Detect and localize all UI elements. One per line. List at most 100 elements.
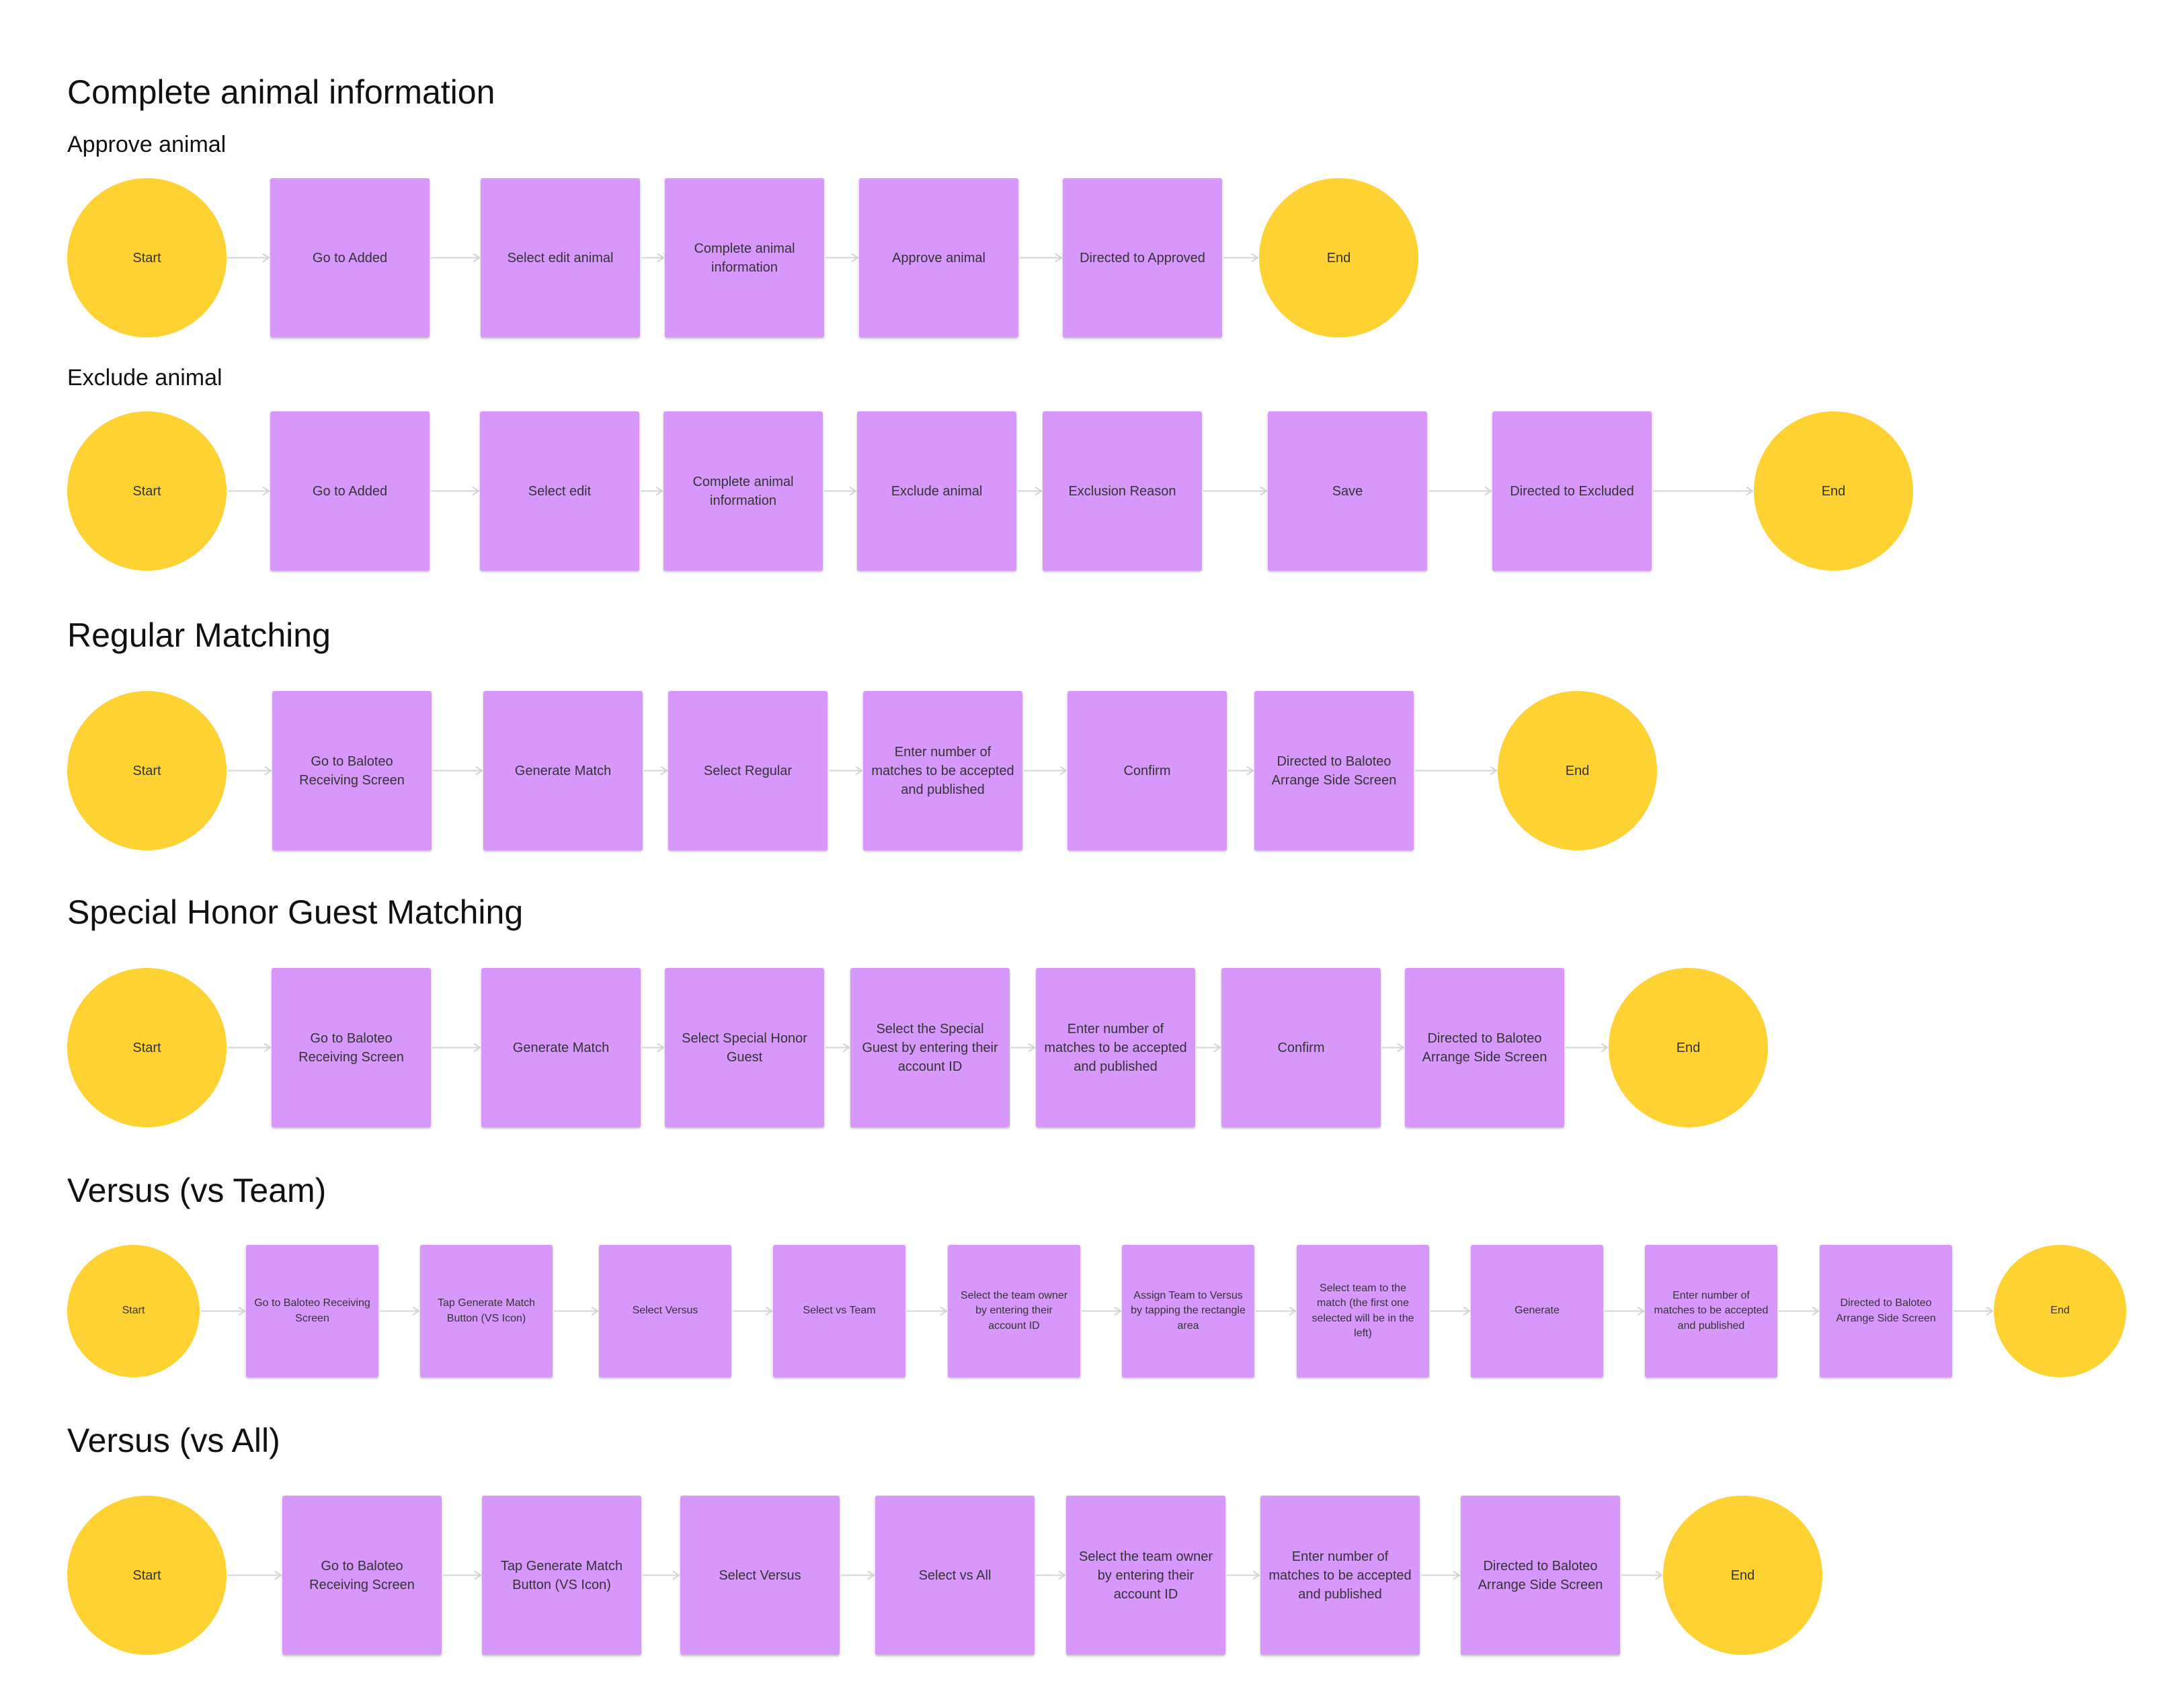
terminal-start: Start	[67, 1496, 227, 1655]
step-assign-team-to-versus-by-tapping-the-rectangle-area: Assign Team to Versus by tapping the rec…	[1122, 1245, 1254, 1377]
arrowhead	[1453, 1570, 1461, 1580]
step-enter-number-of-matches-to-be-accepted-and-published: Enter number of matches to be accepted a…	[1036, 968, 1195, 1127]
step-enter-number-of-matches-to-be-accepted-and-published: Enter number of matches to be accepted a…	[863, 691, 1022, 850]
arrowhead	[473, 253, 481, 263]
arrowhead	[1986, 1306, 1994, 1316]
arrowhead	[851, 253, 859, 263]
step-tap-generate-match-button-vs-icon: Tap Generate Match Button (VS Icon)	[482, 1496, 641, 1655]
arrowhead	[1028, 1043, 1036, 1053]
step-exclusion-reason: Exclusion Reason	[1043, 411, 1202, 571]
terminal-end: End	[1754, 411, 1913, 571]
step-approve-animal: Approve animal	[859, 178, 1018, 337]
arrowhead	[1055, 253, 1063, 263]
arrowhead	[1114, 1306, 1122, 1316]
arrowhead	[1655, 1570, 1663, 1580]
arrowhead	[1035, 486, 1043, 496]
step-select-edit-animal: Select edit animal	[481, 178, 640, 337]
arrowhead	[1260, 486, 1268, 496]
step-select-special-honor-guest: Select Special Honor Guest	[665, 968, 824, 1127]
arrowhead	[1213, 1043, 1221, 1053]
arrowhead	[475, 766, 483, 776]
step-directed-to-approved: Directed to Approved	[1063, 178, 1222, 337]
step-generate-match: Generate Match	[483, 691, 643, 850]
terminal-end: End	[1994, 1245, 2126, 1377]
step-complete-animal-information: Complete animal information	[663, 411, 823, 571]
terminal-end: End	[1498, 691, 1657, 850]
section-title: Regular Matching	[67, 616, 331, 654]
step-go-to-added: Go to Added	[270, 178, 430, 337]
step-select-versus: Select Versus	[599, 1245, 731, 1377]
arrowhead	[1059, 766, 1067, 776]
arrowhead	[264, 1043, 272, 1053]
step-select-edit: Select edit	[480, 411, 639, 571]
step-directed-to-baloteo-arrange-side-screen: Directed to Baloteo Arrange Side Screen	[1254, 691, 1414, 850]
step-select-team-to-the-match-the-first-one-selected-will-be-in-the-left: Select team to the match (the first one …	[1297, 1245, 1429, 1377]
section-title: Special Honor Guest Matching	[67, 893, 524, 931]
arrowhead	[1246, 766, 1254, 776]
section-title: Versus (vs All)	[67, 1422, 280, 1459]
arrowhead	[940, 1306, 948, 1316]
step-complete-animal-information: Complete animal information	[665, 178, 824, 337]
step-generate: Generate	[1471, 1245, 1603, 1377]
arrowhead	[1289, 1306, 1297, 1316]
step-select-regular: Select Regular	[668, 691, 828, 850]
step-go-to-baloteo-receiving-screen: Go to Baloteo Receiving Screen	[272, 691, 432, 850]
arrowhead	[262, 253, 270, 263]
arrowhead	[855, 766, 863, 776]
section-title: Versus (vs Team)	[67, 1172, 327, 1209]
step-exclude-animal: Exclude animal	[857, 411, 1016, 571]
step-go-to-baloteo-receiving-screen: Go to Baloteo Receiving Screen	[272, 968, 431, 1127]
arrowhead	[660, 766, 668, 776]
arrowhead	[474, 1570, 482, 1580]
terminal-start: Start	[67, 968, 227, 1127]
arrowhead	[1058, 1570, 1066, 1580]
arrowhead	[1251, 253, 1259, 263]
step-confirm: Confirm	[1067, 691, 1227, 850]
step-go-to-baloteo-receiving-screen: Go to Baloteo Receiving Screen	[246, 1245, 378, 1377]
arrowhead	[657, 253, 665, 263]
arrowhead	[473, 1043, 481, 1053]
step-directed-to-baloteo-arrange-side-screen: Directed to Baloteo Arrange Side Screen	[1820, 1245, 1952, 1377]
terminal-end: End	[1609, 968, 1768, 1127]
arrowhead	[1746, 486, 1754, 496]
step-select-versus: Select Versus	[680, 1496, 840, 1655]
step-confirm: Confirm	[1221, 968, 1381, 1127]
step-directed-to-baloteo-arrange-side-screen: Directed to Baloteo Arrange Side Screen	[1461, 1496, 1620, 1655]
step-save: Save	[1268, 411, 1427, 571]
arrowhead	[591, 1306, 599, 1316]
terminal-start: Start	[67, 1245, 200, 1377]
arrowhead	[1397, 1043, 1405, 1053]
arrowhead	[1601, 1043, 1609, 1053]
arrowhead	[1252, 1570, 1260, 1580]
step-select-vs-team: Select vs Team	[773, 1245, 905, 1377]
step-select-the-team-owner-by-entering-their-account-id: Select the team owner by entering their …	[948, 1245, 1080, 1377]
arrowhead	[238, 1306, 246, 1316]
step-go-to-added: Go to Added	[270, 411, 430, 571]
step-generate-match: Generate Match	[481, 968, 641, 1127]
arrowhead	[1484, 486, 1492, 496]
arrowhead	[1490, 766, 1498, 776]
arrowhead	[412, 1306, 420, 1316]
arrowhead	[274, 1570, 282, 1580]
arrowhead	[1463, 1306, 1471, 1316]
flow-subtitle: Approve animal	[67, 132, 227, 157]
flow-subtitle: Exclude animal	[67, 365, 223, 391]
step-go-to-baloteo-receiving-screen: Go to Baloteo Receiving Screen	[282, 1496, 442, 1655]
terminal-end: End	[1259, 178, 1418, 337]
terminal-start: Start	[67, 411, 227, 571]
step-enter-number-of-matches-to-be-accepted-and-published: Enter number of matches to be accepted a…	[1260, 1496, 1420, 1655]
arrowhead	[262, 486, 270, 496]
arrowhead	[867, 1570, 875, 1580]
arrowhead	[657, 1043, 665, 1053]
step-directed-to-baloteo-arrange-side-screen: Directed to Baloteo Arrange Side Screen	[1405, 968, 1564, 1127]
arrowhead	[765, 1306, 773, 1316]
arrowhead	[472, 486, 480, 496]
step-select-vs-all: Select vs All	[875, 1496, 1035, 1655]
arrowhead	[655, 486, 663, 496]
arrowhead	[672, 1570, 680, 1580]
step-enter-number-of-matches-to-be-accepted-and-published: Enter number of matches to be accepted a…	[1645, 1245, 1777, 1377]
section-title: Complete animal information	[67, 73, 495, 111]
arrowhead	[1812, 1306, 1820, 1316]
